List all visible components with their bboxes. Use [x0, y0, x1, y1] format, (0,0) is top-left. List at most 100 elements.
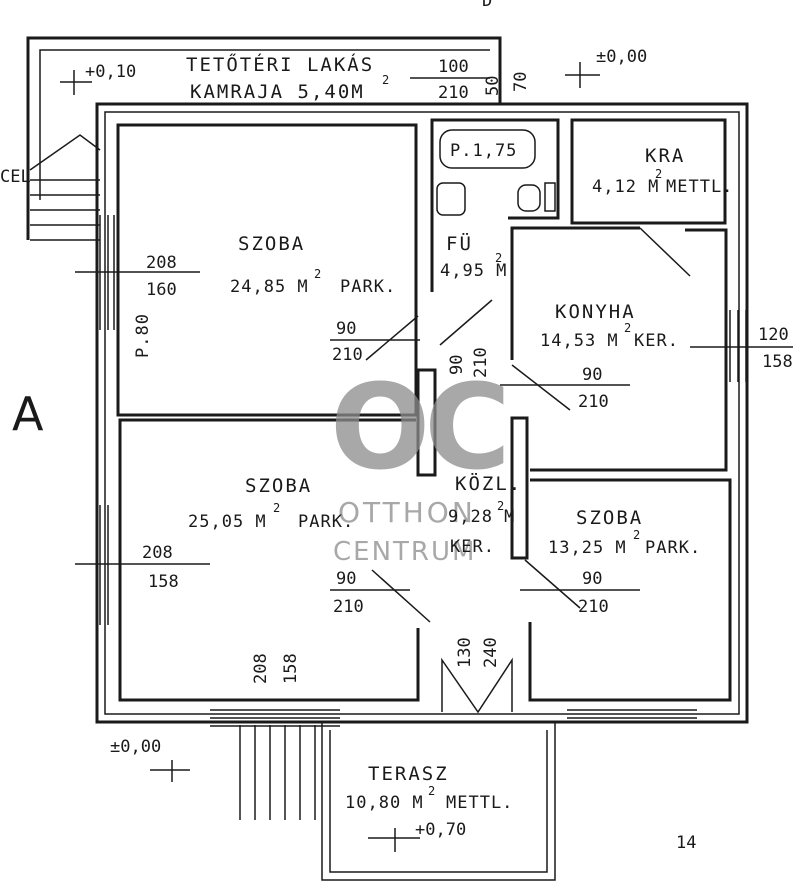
watermark-line2: CENTRUM	[333, 537, 476, 567]
corridor-floor: KER.	[450, 537, 495, 557]
bath-area: 4,95 M	[440, 261, 507, 281]
door-bath-h: 210	[471, 347, 491, 378]
corner-letter: D	[482, 0, 492, 11]
door-swing-storage	[639, 227, 691, 277]
attic-stair	[29, 134, 101, 241]
kitchen-area-sup: 2	[624, 321, 632, 335]
storage-area-sup: 2	[655, 167, 663, 181]
toilet	[517, 184, 541, 212]
door-room3-h: 210	[578, 597, 609, 617]
terrace-walls	[321, 722, 556, 881]
attic-labels: TETŐTÉRI LAKÁS KAMRAJA 5,40M 2 +0,10 ±0,…	[0, 0, 647, 441]
storage-floor: METTL.	[666, 177, 733, 197]
top-vertical-dim-1: 50	[483, 76, 503, 96]
bath-name: FÜ	[446, 232, 473, 255]
room-szoba-2: SZOBA 25,05 M 2 PARK.	[188, 475, 354, 532]
partition-right	[510, 416, 529, 560]
corridor-area: 9,28 M	[448, 507, 515, 527]
room1-walls	[116, 123, 418, 417]
left-window-bottom	[99, 505, 109, 625]
walls	[26, 36, 793, 881]
terrace-area: 10,80 M	[345, 793, 424, 813]
room3-name: SZOBA	[576, 507, 643, 529]
watermark-line1: OTTHON	[338, 496, 476, 529]
entry-door	[441, 657, 513, 714]
top-door-width: 100	[438, 57, 469, 77]
storage-area: 4,12 M	[592, 177, 659, 197]
door-swing-room2	[371, 569, 431, 623]
door-swing-kitchen	[511, 364, 571, 411]
room3-floor: PARK.	[645, 538, 701, 558]
bathtub	[439, 129, 536, 169]
win-left-top-h: 160	[146, 280, 177, 300]
win-bottom-w: 208	[251, 653, 271, 684]
storage-name: KRA	[645, 145, 685, 167]
win-bottom-h: 158	[281, 653, 301, 684]
page-number: 14	[676, 833, 696, 853]
door-room2-h: 210	[333, 597, 364, 617]
left-cut-text: CEL	[0, 167, 31, 187]
bath-area-sup: 2	[495, 251, 503, 265]
outer-wall	[95, 102, 749, 724]
room3-area-sup: 2	[633, 528, 641, 542]
room3-area: 13,25 M	[548, 538, 627, 558]
attic-outline	[26, 36, 502, 240]
room2-floor: PARK.	[298, 512, 354, 532]
door-room1-h: 210	[332, 345, 363, 365]
level-terrace: +0,70	[415, 820, 466, 840]
storage-walls	[570, 118, 727, 225]
corridor-name: KÖZL.	[455, 472, 522, 495]
attic-storage-sup: 2	[382, 73, 390, 87]
level-mark-terrace	[368, 828, 420, 852]
terrace-name: TERASZ	[368, 763, 449, 785]
kitchen-wall-left	[510, 226, 640, 360]
attic-outline-inner	[39, 49, 490, 200]
partition-left	[416, 368, 437, 477]
door-room3-w: 90	[582, 569, 602, 589]
bath-walls	[430, 118, 560, 292]
terrace-stair	[239, 725, 316, 820]
attic-title: TETŐTÉRI LAKÁS	[186, 52, 374, 76]
right-window	[729, 310, 747, 382]
room1-name: SZOBA	[238, 233, 305, 255]
kitchen-area: 14,53 M	[540, 331, 619, 351]
toilet-tank	[544, 182, 556, 212]
room1-floor: PARK.	[340, 277, 396, 297]
door-entry-w: 130	[455, 637, 475, 668]
top-door-height: 210	[438, 83, 469, 103]
room2-area: 25,05 M	[188, 512, 267, 532]
room-kra: KRA 4,12 M 2 METTL.	[592, 145, 733, 197]
outer-wall-inner	[104, 111, 740, 715]
room-fu: P.1,75 FÜ 4,95 M 2	[440, 141, 516, 281]
level-mark-top-right	[565, 62, 600, 88]
room2-name: SZOBA	[245, 475, 312, 497]
parapet-label: P.80	[133, 313, 153, 358]
bottom-window-right	[567, 709, 697, 719]
dimensions: 208 160 208 158 208 158 120 158 90 210 9…	[142, 253, 793, 684]
room-szoba-1: SZOBA 24,85 M 2 PARK.	[230, 233, 396, 297]
top-vertical-dim-2: 70	[511, 72, 531, 92]
win-right-w: 120	[758, 325, 789, 345]
win-right-h: 158	[762, 352, 793, 372]
door-kitchen-h: 210	[578, 392, 609, 412]
terrace-walls-inner	[329, 730, 548, 873]
level-bottom-left: ±0,00	[110, 737, 161, 757]
room-kozl: KÖZL. 9,28 M 2 KER.	[448, 472, 522, 557]
corridor-area-sup: 2	[497, 499, 505, 513]
room-szoba-3: SZOBA 13,25 M 2 PARK.	[548, 507, 701, 558]
room-konyha: KONYHA 14,53 M 2 KER.	[540, 301, 678, 351]
win-left-bottom-w: 208	[142, 543, 173, 563]
page-letter: A	[12, 387, 44, 441]
door-bath-w: 90	[447, 355, 467, 375]
watermark-logo: OC	[330, 358, 505, 496]
door-entry-h: 240	[481, 637, 501, 668]
terrace-area-sup: 2	[428, 784, 436, 798]
kitchen-walls	[530, 228, 728, 472]
attic-storage: KAMRAJA 5,40M	[190, 81, 365, 103]
level-mark-bottom-left	[150, 760, 190, 782]
terrace-floor: METTL.	[446, 793, 513, 813]
level-top-left: +0,10	[85, 62, 136, 82]
door-swing-room1	[365, 315, 419, 361]
room1-area-sup: 2	[314, 267, 322, 281]
